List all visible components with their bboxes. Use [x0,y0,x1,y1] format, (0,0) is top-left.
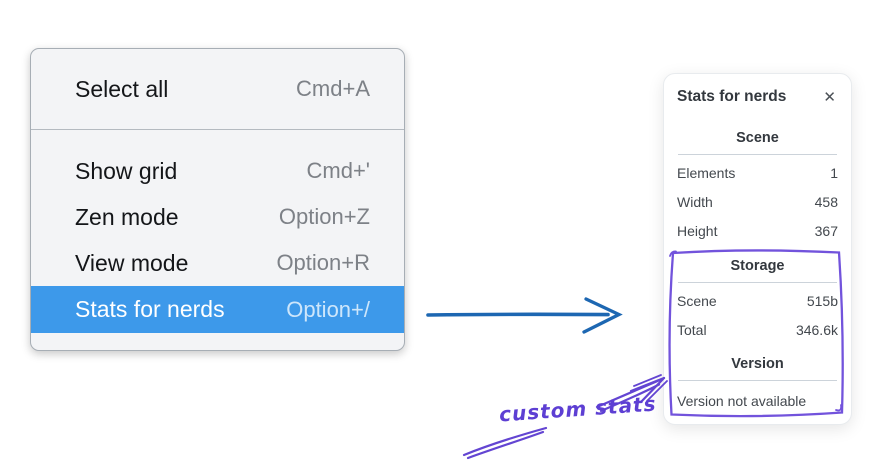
flow-arrow-icon [426,297,623,334]
menu-item-shortcut: Option+/ [286,296,370,322]
stat-label: Elements [677,165,736,181]
stat-label: Total [677,322,707,338]
stat-value: 1 [830,165,838,181]
stat-value: 458 [814,194,838,210]
context-menu: Select all Cmd+A Show grid Cmd+' Zen mod… [30,48,405,351]
menu-item-shortcut: Cmd+' [306,158,371,183]
version-section: Version Version not available [677,355,838,415]
menu-divider [31,129,404,130]
section-divider [678,282,837,283]
stat-row-width: Width 458 [677,188,838,217]
stat-label: Scene [677,293,717,309]
stat-row-total-storage: Total 346.6k [677,316,838,345]
menu-item-zen-mode[interactable]: Zen mode Option+Z [31,194,404,240]
menu-item-label: Show grid [75,157,178,184]
storage-section-title: Storage [730,258,785,274]
close-icon[interactable]: ✕ [823,88,836,106]
stat-label: Width [677,194,713,210]
section-divider [678,154,837,155]
menu-item-label: Select all [75,75,169,102]
stat-row-elements: Elements 1 [677,159,838,188]
menu-item-view-mode[interactable]: View mode Option+R [31,240,404,286]
scene-section-title: Scene [736,130,779,146]
menu-item-shortcut: Option+Z [278,204,370,229]
annotation-label: custom stats [498,391,658,427]
menu-item-show-grid[interactable]: Show grid Cmd+' [31,148,404,194]
menu-item-shortcut: Cmd+A [296,76,370,101]
menu-item-label: View mode [75,249,189,276]
stat-row-scene-storage: Scene 515b [677,287,838,316]
menu-item-label: Zen mode [75,203,179,230]
menu-group: Show grid Cmd+' Zen mode Option+Z View m… [31,130,404,333]
version-section-title: Version [731,356,784,372]
version-note: Version not available [677,393,807,409]
stat-label: Height [677,223,718,239]
stats-panel-header: Stats for nerds ✕ [677,85,838,109]
menu-item-label: Stats for nerds [75,296,225,322]
scene-section: Scene Elements 1 Width 458 Height 367 [677,129,838,246]
storage-section: Storage Scene 515b Total 346.6k [677,257,838,345]
menu-item-select-all[interactable]: Select all Cmd+A [31,49,404,129]
stat-row-height: Height 367 [677,217,838,246]
stat-value: 346.6k [795,322,838,338]
stat-value: 367 [814,223,838,239]
menu-item-stats-for-nerds[interactable]: Stats for nerds Option+/ [31,286,404,333]
stat-value: 515b [806,293,838,309]
stats-panel: Stats for nerds ✕ Scene Elements 1 Width… [663,73,852,425]
section-divider [678,380,837,381]
menu-item-shortcut: Option+R [276,250,370,275]
stats-panel-title: Stats for nerds [677,88,787,105]
